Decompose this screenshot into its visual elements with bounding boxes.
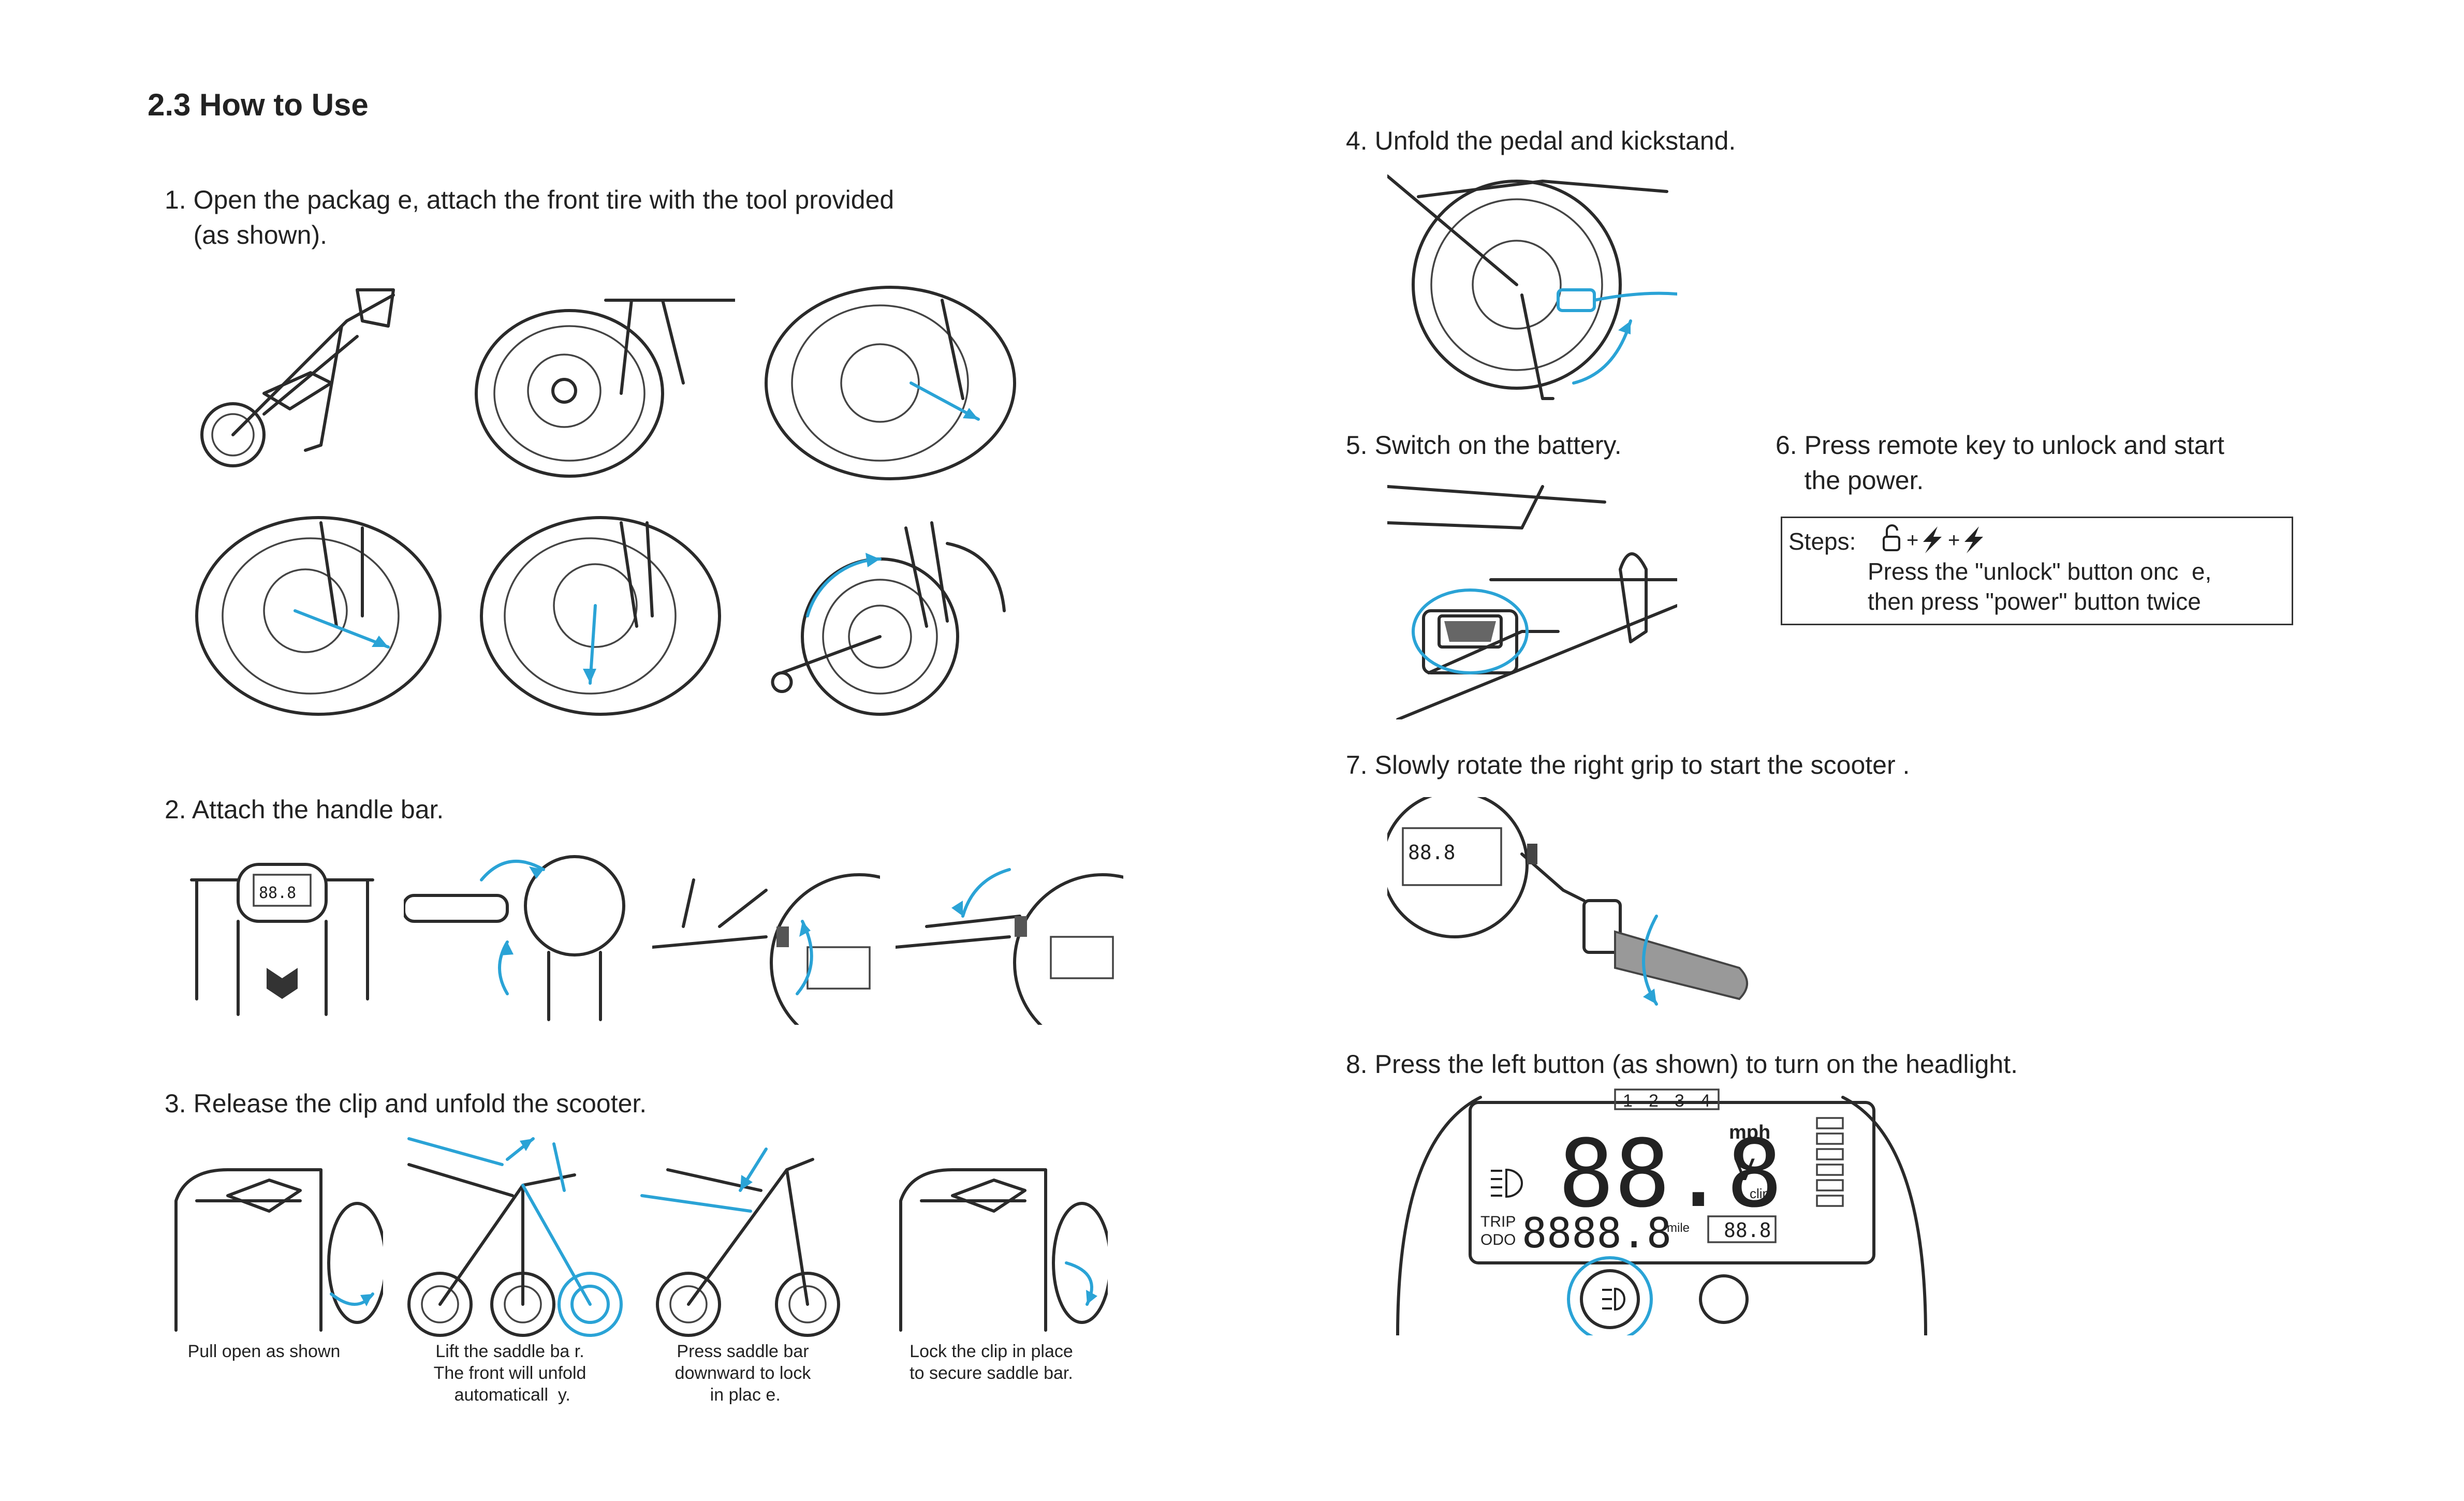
odometer-readout: 8888.8 <box>1522 1209 1671 1257</box>
temperature-readout: 88.8 <box>1724 1219 1771 1242</box>
steps-instructions-box: Steps: + + Press the "unlock" button onc… <box>1781 517 2293 625</box>
step-1-text: 1. Open the packag e, attach the front t… <box>165 185 894 249</box>
headlight-button[interactable] <box>1580 1269 1640 1329</box>
caption-lift-saddle: Lift the saddle ba r. The front will unf… <box>433 1342 586 1405</box>
mini-display-reading: 88.8 <box>259 884 296 902</box>
throttle-grip-illustration: 88.8 <box>1387 797 1748 1006</box>
speed-readout: 88.8 <box>1558 1120 1782 1228</box>
clip-pull-illustration <box>174 1168 383 1332</box>
battery-switch-illustration <box>1387 485 1677 719</box>
speed-unit: mph <box>1729 1122 1770 1143</box>
axle-insert-illustration <box>195 516 442 716</box>
caption-lock-clip: Lock the clip in place to secure saddle … <box>910 1342 1073 1383</box>
wrench-attach-illustration <box>771 521 1006 716</box>
svg-text:+: + <box>1948 529 1960 552</box>
caption-pull-open: Pull open as shown <box>187 1342 341 1361</box>
front-wheel-illustration-b <box>765 286 1016 480</box>
section-title: 2.3 How to Use <box>148 87 369 122</box>
clip-indicator: clip <box>1750 1186 1770 1201</box>
headlight-icon <box>1491 1168 1523 1198</box>
step-5-text: 5. Switch on the battery. <box>1346 431 1622 460</box>
saddle-press-illustration <box>640 1147 840 1337</box>
steps-line-1: Press the "unlock" button onc e, <box>1868 558 2212 585</box>
gear-2: 2 <box>1649 1091 1659 1111</box>
clip-lock-illustration <box>899 1168 1108 1332</box>
lightning-icon <box>1964 526 1983 553</box>
pedal-kickstand-illustration <box>1387 174 1677 400</box>
gear-4: 4 <box>1700 1091 1710 1111</box>
step-8-text: 8. Press the left button (as shown) to t… <box>1346 1050 2018 1079</box>
axle-tighten-illustration <box>480 516 721 716</box>
battery-level-bars <box>1816 1117 1844 1207</box>
handlebar-rotate-illustration <box>404 855 625 1021</box>
handlebar-clamp-illustration <box>652 873 880 1025</box>
caption-press-saddle: Press saddle bar downward to lock in pla… <box>674 1342 811 1405</box>
key-sequence-icons: + + <box>1883 524 1983 553</box>
steps-label: Steps: <box>1788 528 1856 555</box>
gear-1: 1 <box>1623 1091 1633 1111</box>
lightning-icon <box>1923 526 1942 553</box>
step-7-text: 7. Slowly rotate the right grip to start… <box>1346 751 1910 779</box>
headlight-button-highlight <box>1567 1256 1653 1335</box>
steps-line-2: then press "power" button twice <box>1868 588 2201 615</box>
saddle-lift-illustration <box>407 1137 623 1337</box>
throttle-display-reading: 88.8 <box>1408 841 1456 864</box>
volt-label: V <box>1734 1152 1755 1187</box>
step-4-text: 4. Unfold the pedal and kickstand. <box>1346 126 1736 155</box>
step-3-text: 3. Release the clip and unfold the scoot… <box>165 1089 647 1118</box>
odo-label: ODO <box>1480 1231 1516 1248</box>
gear-indicator: 1 2 3 4 <box>1614 1088 1720 1111</box>
front-wheel-illustration-a <box>475 299 735 478</box>
gear-3: 3 <box>1675 1091 1684 1111</box>
right-button[interactable] <box>1699 1274 1749 1324</box>
handlebar-lock-illustration <box>896 868 1123 1025</box>
step-6-text: 6. Press remote key to unlock and start … <box>1776 431 2225 495</box>
handlebar-front-illustration: 88.8 <box>190 863 374 1016</box>
headlight-display-illustration: 1 2 3 4 88.8 mph V clip TRIP ODO 8888.8 … <box>1396 1088 1927 1335</box>
unlock-icon <box>1883 524 1900 551</box>
distance-unit: mile <box>1667 1221 1690 1235</box>
step-2-text: 2. Attach the handle bar. <box>165 795 444 824</box>
headlight-icon <box>1602 1287 1625 1311</box>
folded-scooter-illustration <box>200 288 395 467</box>
svg-text:+: + <box>1906 529 1918 552</box>
trip-label: TRIP <box>1480 1213 1516 1230</box>
